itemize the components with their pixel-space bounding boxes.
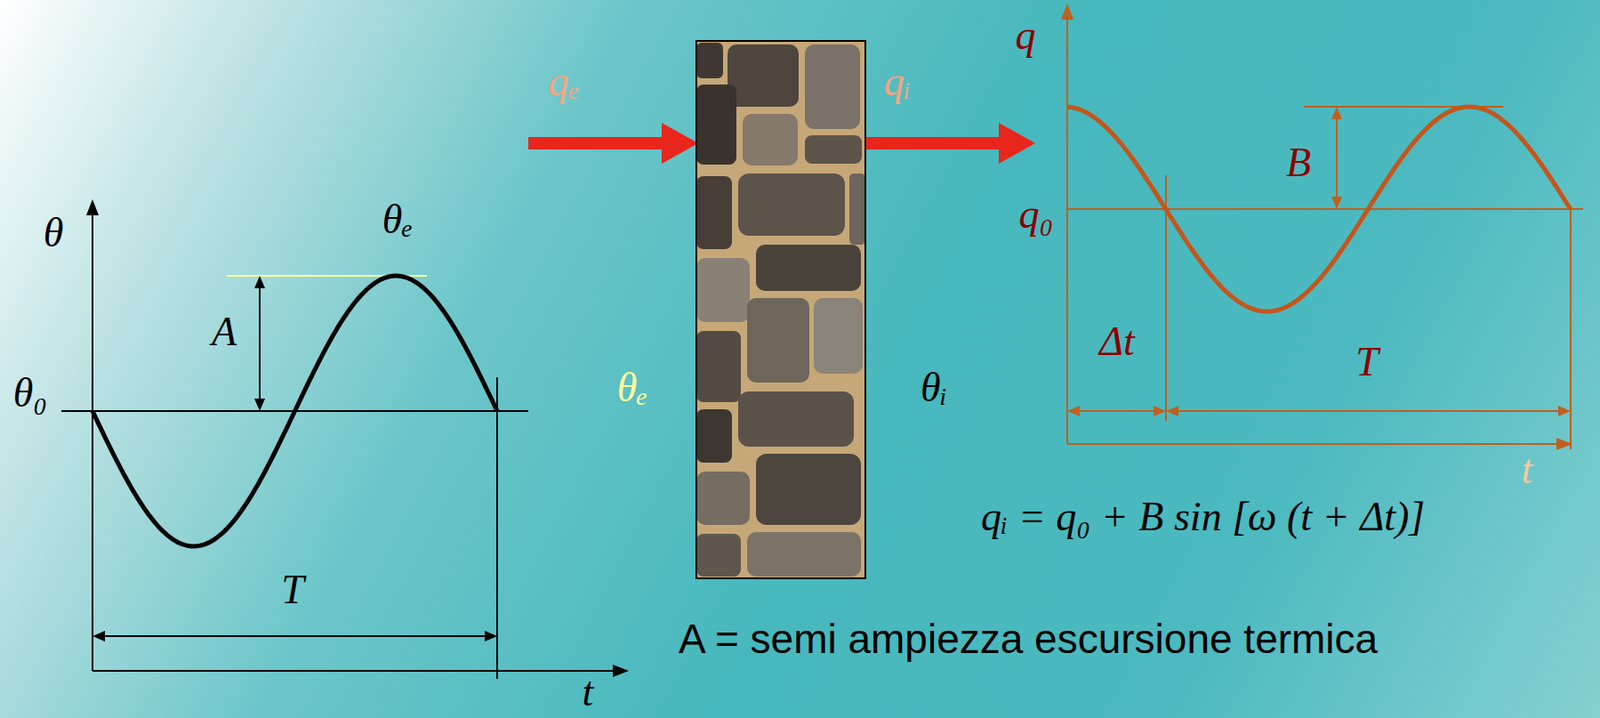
heat-flux-curve — [1067, 106, 1571, 312]
temperature-graph — [61, 209, 619, 679]
axis-line — [1066, 12, 1069, 444]
stone — [755, 244, 861, 291]
dimension-line — [101, 635, 489, 637]
curve-label: θₑ — [382, 199, 414, 241]
arrowhead — [1331, 196, 1343, 210]
wall-outline — [696, 40, 866, 579]
stone-wall — [696, 40, 866, 579]
dimension-label: T — [281, 569, 305, 611]
stone — [696, 533, 741, 577]
stone — [696, 42, 724, 79]
stone — [696, 330, 741, 403]
arrowhead — [484, 630, 498, 642]
stone — [804, 44, 861, 129]
arrow-shaft — [865, 136, 1001, 150]
stone — [696, 84, 737, 165]
stone — [696, 409, 732, 463]
axis-label: t — [582, 671, 595, 713]
stone — [742, 113, 798, 166]
stone — [747, 297, 810, 383]
mortar — [696, 40, 866, 579]
stone — [696, 176, 732, 250]
arrowhead — [92, 630, 105, 642]
arrowhead — [1556, 437, 1573, 451]
stone — [849, 173, 866, 245]
mean-line — [1067, 208, 1584, 210]
arrowhead — [998, 122, 1036, 164]
dimension-line — [1174, 410, 1562, 412]
arrowhead — [1331, 106, 1343, 120]
period-line — [496, 377, 499, 679]
stone — [755, 453, 861, 525]
stone — [696, 471, 750, 525]
axis-line — [92, 669, 619, 672]
arrow-shaft — [528, 136, 664, 150]
temperature-label: θᵢ — [920, 367, 948, 409]
arrowhead — [1165, 405, 1179, 417]
axis-label: q — [1015, 15, 1037, 57]
stone — [727, 44, 799, 107]
arrowhead — [612, 664, 629, 677]
stone — [813, 297, 863, 374]
temperature-curve — [92, 275, 498, 547]
heat-flux-graph — [1067, 12, 1584, 450]
formula: qᵢ = q₀ + B sin [ω (t + Δt)] — [980, 498, 1480, 535]
axis-label: t — [1521, 449, 1534, 491]
axis-label: θ₀ — [13, 372, 49, 414]
arrowhead — [1153, 405, 1166, 417]
arrowhead — [254, 275, 266, 289]
arrowheads — [1061, 3, 1573, 451]
temperature-label: θₑ — [617, 367, 649, 409]
axis-label: q₀ — [1019, 193, 1054, 235]
arrowhead — [1558, 405, 1571, 417]
stone — [696, 257, 750, 322]
flux-label: qᵢ — [884, 61, 911, 103]
arrowhead — [661, 122, 699, 164]
axis-label: θ — [43, 212, 65, 254]
period-line — [1569, 209, 1572, 450]
arrowhead — [86, 199, 99, 216]
legend-note: A = semi ampiezza escursione termica — [678, 618, 1378, 660]
flux-label: qₑ — [547, 61, 579, 103]
dimension-label: Δt — [1099, 321, 1135, 362]
dimension-line — [1076, 410, 1158, 412]
dimension-label: A — [211, 311, 237, 353]
arrowhead — [254, 398, 266, 411]
dimension-label: B — [1286, 142, 1311, 184]
stone — [738, 391, 854, 447]
axis-line — [91, 209, 94, 671]
arrowheads — [86, 199, 629, 677]
dimension-line — [1335, 115, 1338, 201]
dimension-line — [258, 284, 261, 403]
stone — [804, 135, 862, 164]
stone — [747, 531, 861, 577]
arrowhead — [1061, 3, 1074, 20]
arrowhead — [1067, 405, 1080, 417]
stone — [738, 173, 845, 236]
dimension-label: T — [1355, 341, 1379, 383]
axis-line — [1067, 442, 1562, 445]
